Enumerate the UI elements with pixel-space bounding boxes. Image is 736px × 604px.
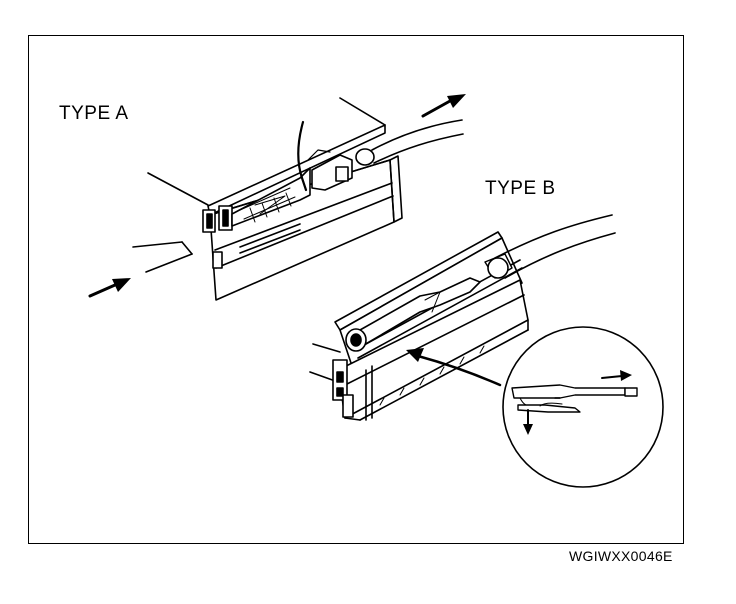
- detail-magnified-view: [502, 326, 664, 488]
- arrow-insert-tool: [88, 278, 131, 298]
- type-b-label: TYPE B: [485, 178, 556, 199]
- type-b-connector: [309, 214, 616, 421]
- detail-leader-arrow: [406, 348, 502, 387]
- type-a-connector: [147, 97, 464, 301]
- extraction-tool: [132, 241, 193, 273]
- figure-frame: [28, 35, 684, 544]
- type-a-label: TYPE A: [59, 103, 129, 124]
- figure-code: WGIWXX0046E: [569, 548, 673, 564]
- arrow-pull-out-type-a: [421, 94, 466, 118]
